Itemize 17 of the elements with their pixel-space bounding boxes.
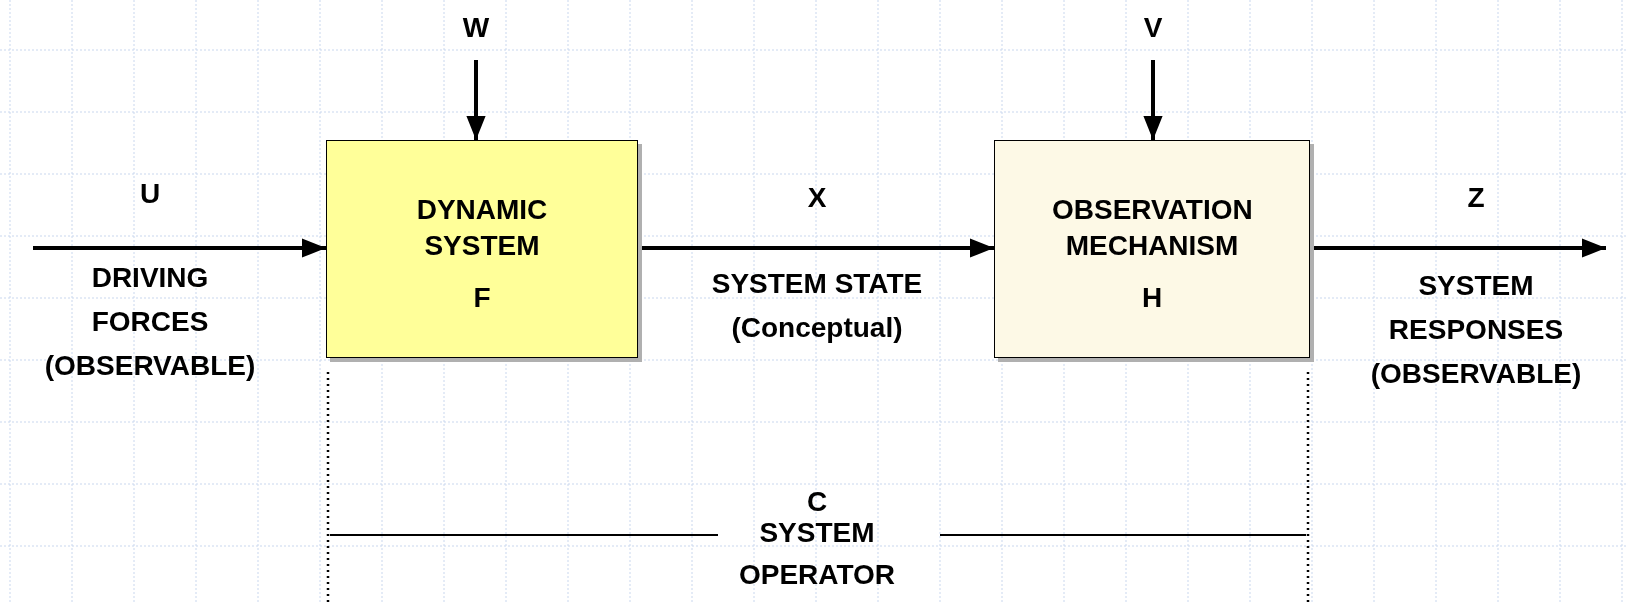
arrow: [466, 60, 486, 140]
signal-label: V: [1128, 0, 1178, 56]
signal-label: U: [138, 177, 162, 211]
arrow: [1143, 60, 1163, 140]
box-symbol: F: [473, 281, 491, 315]
signal-label: Z: [1466, 181, 1486, 215]
box-title: OBSERVATION MECHANISM: [1052, 193, 1252, 263]
signal-label: X: [806, 181, 828, 215]
operator-description: SYSTEM OPERATOR: [737, 516, 897, 592]
signal-description: SYSTEM RESPONSES (OBSERVABLE): [1369, 269, 1583, 391]
signal-label: W: [451, 0, 501, 56]
operator-symbol: C: [805, 485, 829, 519]
box-symbol: H: [1141, 281, 1163, 315]
signal-description: DRIVING FORCES (OBSERVABLE): [43, 261, 257, 383]
box-title: DYNAMIC SYSTEM: [415, 193, 549, 263]
signal-description: SYSTEM STATE (Conceptual): [710, 267, 924, 345]
arrow: [33, 238, 326, 258]
